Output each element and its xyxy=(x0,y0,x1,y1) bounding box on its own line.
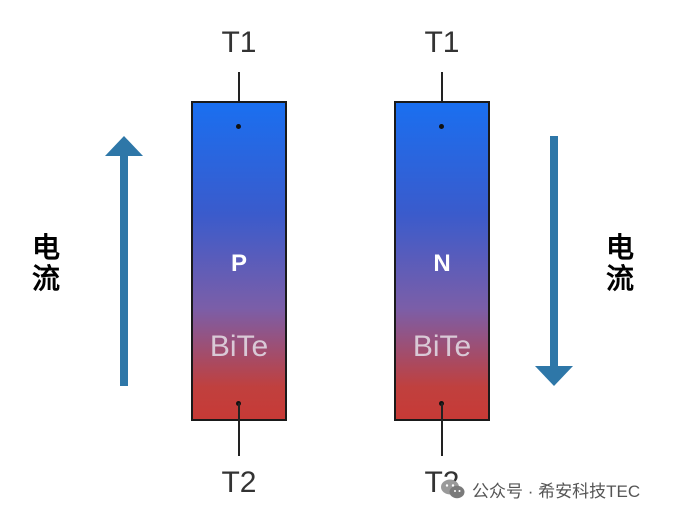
current-down-arrow-icon xyxy=(535,136,573,386)
left-top-contact-dot xyxy=(236,124,241,129)
current-up-arrow-icon xyxy=(105,136,143,386)
current-label-left-char1: 电 xyxy=(31,231,60,264)
right-top-terminal-label: T1 xyxy=(424,26,460,59)
right-top-lead xyxy=(441,72,443,128)
current-label-right: 电 流 xyxy=(603,232,637,294)
p-type-label: P xyxy=(230,250,247,277)
left-top-terminal-label: T1 xyxy=(221,26,257,59)
n-type-leg: N BiTe xyxy=(394,101,490,421)
current-label-right-char2: 流 xyxy=(605,262,634,295)
left-bottom-lead xyxy=(238,403,240,456)
right-top-contact-dot xyxy=(439,124,444,129)
left-bottom-terminal-label: T2 xyxy=(221,466,257,499)
current-label-right-char1: 电 xyxy=(605,231,634,264)
right-material-label: BiTe xyxy=(412,330,472,363)
n-type-label: N xyxy=(433,250,451,277)
current-label-left: 电 流 xyxy=(29,232,63,294)
current-label-left-char2: 流 xyxy=(31,262,60,295)
watermark: 公众号 · 希安科技TEC xyxy=(440,472,640,506)
p-type-leg: P BiTe xyxy=(191,101,287,421)
wechat-icon xyxy=(441,479,465,499)
watermark-text: 公众号 · 希安科技TEC xyxy=(472,481,641,501)
left-top-lead xyxy=(238,72,240,128)
right-bottom-lead xyxy=(441,403,443,456)
left-material-label: BiTe xyxy=(209,330,269,363)
